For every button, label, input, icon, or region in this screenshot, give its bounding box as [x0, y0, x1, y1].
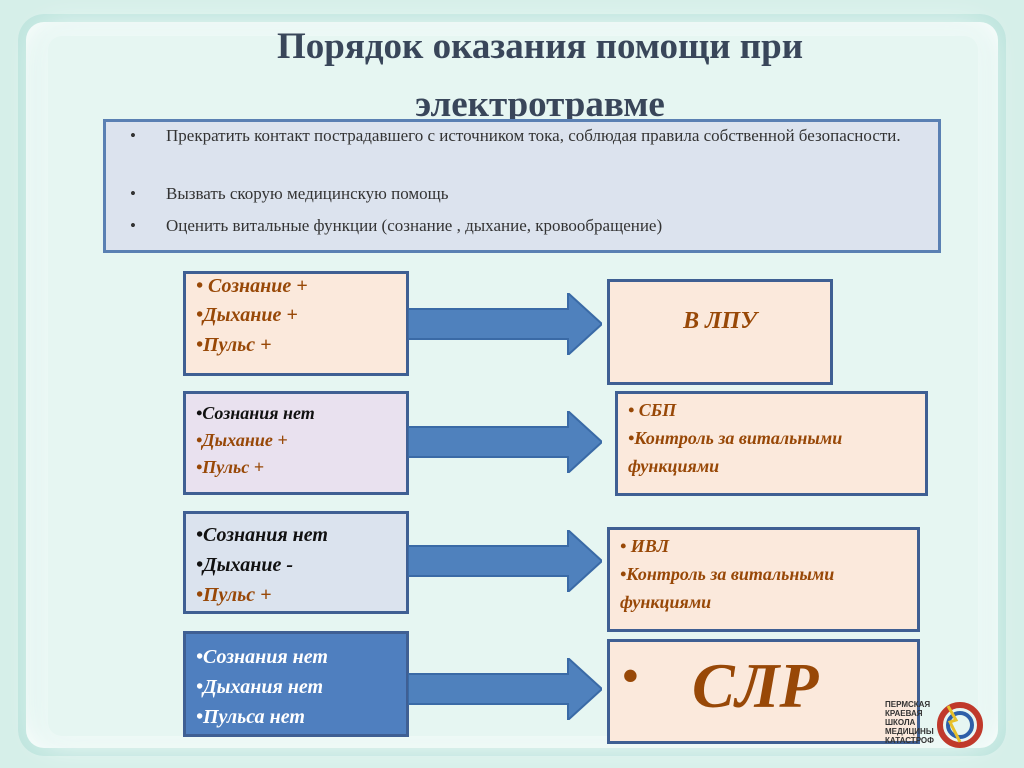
step-text: Вызвать скорую медицинскую помощь	[166, 184, 449, 203]
step-text: Прекратить контакт пострадавшего с источ…	[166, 126, 901, 145]
condition-box-2: •Сознания нет •Дыхание + •Пульс +	[183, 391, 409, 495]
action-line: функциями	[620, 592, 712, 612]
arrow-icon	[408, 658, 602, 720]
page-title: Порядок оказания помощи при электротравм…	[240, 18, 840, 134]
step-item: • Вызвать скорую медицинскую помощь	[130, 184, 449, 203]
condition-line: •Пульс +	[196, 584, 272, 606]
condition-line: •Дыхание +	[196, 430, 288, 450]
steps-box: • Прекратить контакт пострадавшего с ист…	[103, 119, 941, 253]
condition-line: •Сознания нет	[196, 646, 328, 668]
action-line: • СБП	[628, 400, 677, 420]
step-item: • Оценить витальные функции (сознание , …	[130, 216, 663, 235]
action-line: • ИВЛ	[620, 536, 670, 556]
action-line: В ЛПУ	[683, 308, 757, 334]
action-box-4: • СЛР	[607, 639, 920, 744]
condition-line: •Пульс +	[196, 334, 272, 356]
condition-line: • Сознание +	[196, 275, 308, 297]
condition-line: •Дыхание +	[196, 304, 298, 326]
action-line: •Контроль за витальными	[628, 428, 843, 448]
condition-line: •Пульса нет	[196, 706, 305, 728]
step-item: • Прекратить контакт пострадавшего с ист…	[130, 126, 901, 145]
action-line: СЛР	[692, 650, 819, 721]
title-line-1: Порядок оказания помощи при	[276, 26, 804, 67]
step-text: Оценить витальные функции (сознание , ды…	[166, 216, 663, 235]
condition-line: •Сознания нет	[196, 524, 328, 546]
arrow-icon	[408, 293, 602, 355]
action-line: функциями	[628, 456, 720, 476]
action-box-2: • СБП •Контроль за витальными функциями	[615, 391, 928, 496]
logo-text: ПЕРМСКАЯ КРАЕВАЯ ШКОЛА МЕДИЦИНЫ КАТАСТРО…	[885, 700, 934, 745]
action-line: •Контроль за витальными	[620, 564, 835, 584]
logo-icon	[937, 702, 983, 748]
action-bullet: •	[622, 650, 639, 701]
condition-box-1: • Сознание + •Дыхание + •Пульс +	[183, 271, 409, 376]
condition-box-4: •Сознания нет •Дыхания нет •Пульса нет	[183, 631, 409, 737]
action-box-1: В ЛПУ	[607, 279, 833, 385]
condition-line: •Пульс +	[196, 457, 265, 477]
arrow-icon	[408, 530, 602, 592]
title-line-2: электротравме	[415, 84, 665, 125]
arrow-icon	[408, 411, 602, 473]
condition-line: •Сознания нет	[196, 403, 315, 423]
action-box-3: • ИВЛ •Контроль за витальными функциями	[607, 527, 920, 632]
condition-line: •Дыхание -	[196, 554, 294, 576]
condition-box-3: •Сознания нет •Дыхание - •Пульс +	[183, 511, 409, 614]
condition-line: •Дыхания нет	[196, 676, 324, 698]
